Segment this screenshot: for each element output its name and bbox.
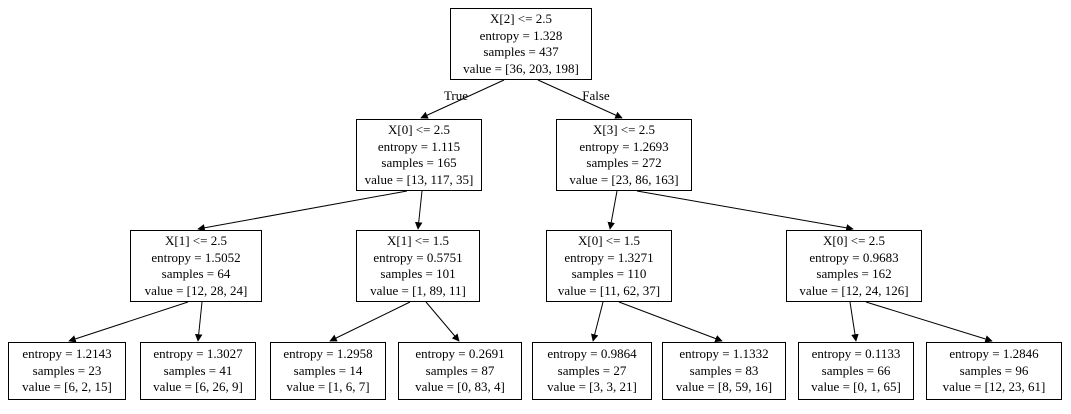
node-entropy: entropy = 1.5052 <box>151 249 241 265</box>
node-value: value = [8, 59, 16] <box>675 379 773 395</box>
tree-edge <box>591 301 604 342</box>
tree-edge <box>68 301 189 343</box>
tree-edge <box>425 301 460 342</box>
node-value: value = [12, 24, 126] <box>799 282 909 298</box>
node-samples: samples = 41 <box>163 362 233 378</box>
node-entropy: entropy = 1.328 <box>479 27 563 43</box>
tree-node-n1: X[0] <= 2.5 entropy = 1.115 samples = 16… <box>356 119 482 191</box>
node-entropy: entropy = 1.115 <box>377 138 461 154</box>
tree-edge <box>197 190 408 232</box>
node-samples: samples = 14 <box>293 362 363 378</box>
node-samples: samples = 272 <box>586 155 662 170</box>
node-value: value = [23, 86, 163] <box>569 171 679 187</box>
node-samples: samples = 83 <box>689 362 759 378</box>
tree-node-n4: X[1] <= 1.5 entropy = 0.5751 samples = 1… <box>356 230 480 302</box>
node-entropy: entropy = 0.9864 <box>547 346 637 362</box>
tree-edge <box>194 301 203 342</box>
node-entropy: entropy = 1.3271 <box>564 249 654 265</box>
node-entropy: entropy = 1.1332 <box>679 346 769 362</box>
node-entropy: entropy = 0.1133 <box>811 346 901 362</box>
node-samples: samples = 23 <box>32 362 102 378</box>
node-value: value = [3, 3, 21] <box>547 379 637 395</box>
tree-node-n3: X[1] <= 2.5 entropy = 1.5052 samples = 6… <box>130 230 262 302</box>
node-entropy: entropy = 1.2846 <box>949 346 1039 362</box>
node-samples: samples = 437 <box>483 44 559 59</box>
node-value: value = [1, 89, 11] <box>370 282 466 298</box>
node-condition: X[3] <= 2.5 <box>593 122 655 137</box>
tree-leaf-l5: entropy = 0.9864 samples = 27 value = [3… <box>532 342 652 400</box>
tree-leaf-l2: entropy = 1.3027 samples = 41 value = [6… <box>140 342 256 400</box>
tree-leaf-l7: entropy = 0.1133 samples = 66 value = [0… <box>798 342 914 400</box>
tree-edge <box>414 190 423 230</box>
node-entropy: entropy = 0.5751 <box>373 249 463 265</box>
node-condition: X[1] <= 2.5 <box>165 233 227 248</box>
node-condition: X[0] <= 2.5 <box>823 233 885 248</box>
node-entropy: entropy = 1.2143 <box>22 346 112 362</box>
tree-node-root: X[2] <= 2.5 entropy = 1.328 samples = 43… <box>450 8 592 80</box>
edge-label-true: True <box>444 88 468 103</box>
tree-leaf-l3: entropy = 1.2958 samples = 14 value = [1… <box>270 342 386 400</box>
tree-edge <box>636 190 854 232</box>
node-entropy: entropy = 0.2691 <box>415 346 505 362</box>
tree-node-n5: X[0] <= 1.5 entropy = 1.3271 samples = 1… <box>546 230 672 302</box>
tree-leaf-l4: entropy = 0.2691 samples = 87 value = [0… <box>398 342 522 400</box>
node-samples: samples = 162 <box>816 266 892 281</box>
tree-node-n6: X[0] <= 2.5 entropy = 0.9683 samples = 1… <box>786 230 922 302</box>
node-samples: samples = 66 <box>821 362 891 378</box>
node-entropy: entropy = 1.3027 <box>153 346 243 362</box>
node-value: value = [11, 62, 37] <box>557 282 661 298</box>
node-samples: samples = 101 <box>380 266 456 281</box>
node-samples: samples = 64 <box>161 266 231 281</box>
node-value: value = [6, 26, 9] <box>153 379 243 395</box>
tree-node-n2: X[3] <= 2.5 entropy = 1.2693 samples = 2… <box>556 119 692 191</box>
tree-leaf-l8: entropy = 1.2846 samples = 96 value = [1… <box>926 342 1062 400</box>
tree-leaf-l6: entropy = 1.1332 samples = 83 value = [8… <box>662 342 786 400</box>
node-samples: samples = 87 <box>425 362 495 378</box>
node-samples: samples = 165 <box>381 155 457 170</box>
node-condition: X[1] <= 1.5 <box>387 233 449 248</box>
tree-edge <box>329 301 411 342</box>
node-value: value = [36, 203, 198] <box>463 60 579 76</box>
node-samples: samples = 96 <box>959 362 1029 378</box>
node-value: value = [1, 6, 7] <box>286 379 370 395</box>
edge-label-false: False <box>582 88 610 103</box>
node-value: value = [12, 23, 61] <box>942 379 1046 395</box>
tree-edge-root-left <box>420 79 505 119</box>
tree-leaf-l1: entropy = 1.2143 samples = 23 value = [6… <box>8 342 126 400</box>
node-condition: X[0] <= 2.5 <box>388 122 450 137</box>
node-samples: samples = 110 <box>571 266 647 281</box>
node-value: value = [13, 117, 35] <box>364 171 474 187</box>
tree-edge <box>849 301 859 342</box>
node-condition: X[0] <= 1.5 <box>578 233 640 248</box>
node-value: value = [0, 1, 65] <box>811 379 901 395</box>
tree-edge <box>607 190 618 230</box>
tree-edge-root-right <box>537 79 623 119</box>
node-samples: samples = 27 <box>557 362 627 378</box>
tree-edge <box>865 301 993 343</box>
node-condition: X[2] <= 2.5 <box>490 11 552 26</box>
node-entropy: entropy = 1.2958 <box>283 346 373 362</box>
tree-edge <box>618 301 723 343</box>
node-entropy: entropy = 1.2693 <box>579 138 669 154</box>
node-value: value = [12, 28, 24] <box>144 282 248 298</box>
node-entropy: entropy = 0.9683 <box>809 249 899 265</box>
node-value: value = [6, 2, 15] <box>22 379 112 395</box>
node-value: value = [0, 83, 4] <box>415 379 505 395</box>
